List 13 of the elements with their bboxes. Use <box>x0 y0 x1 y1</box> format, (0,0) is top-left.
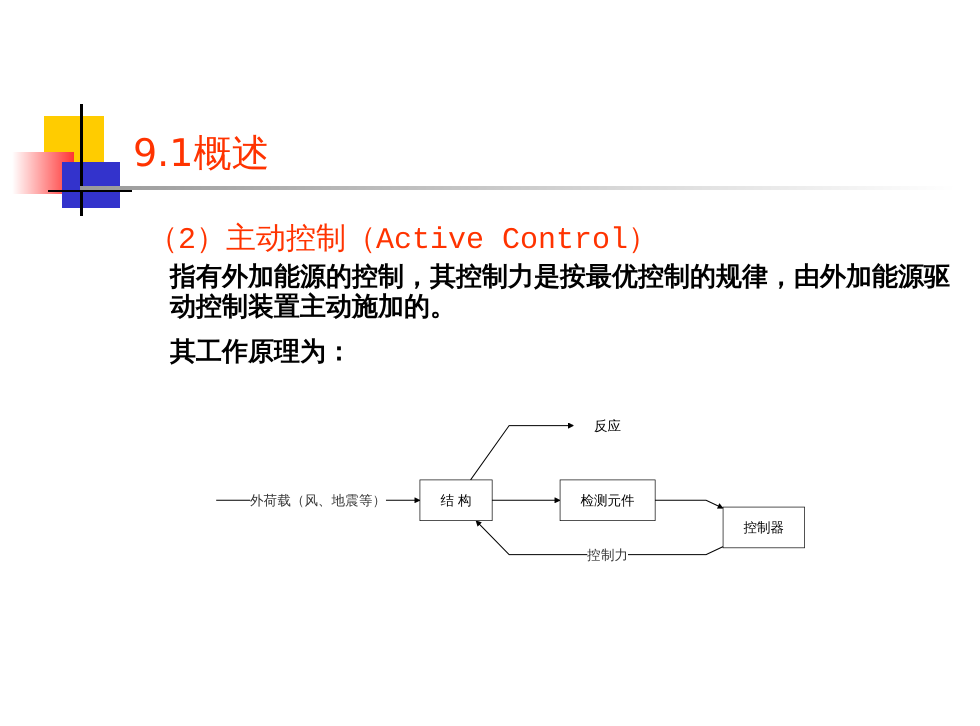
node-text: 反应 <box>594 417 622 434</box>
arrow <box>492 497 560 504</box>
slide-title: 9.1概述 <box>133 130 270 177</box>
section-heading: （2）主动控制（Active Control） <box>148 222 658 259</box>
node-box: 控制器 <box>722 506 805 548</box>
edge-label: 控制力 <box>587 546 628 563</box>
arrow <box>470 422 574 480</box>
node-box: 结 构 <box>420 480 492 521</box>
node-box: 检测元件 <box>560 480 656 521</box>
paragraph: 其工作原理为： <box>170 336 352 369</box>
edge-label: 外荷载（风、地震等） <box>250 492 386 508</box>
paragraph: 指有外加能源的控制，其控制力是按最优控制的规律，由外加能源驱动控制装置主动施加的。 <box>170 262 951 322</box>
arrow <box>655 500 724 509</box>
